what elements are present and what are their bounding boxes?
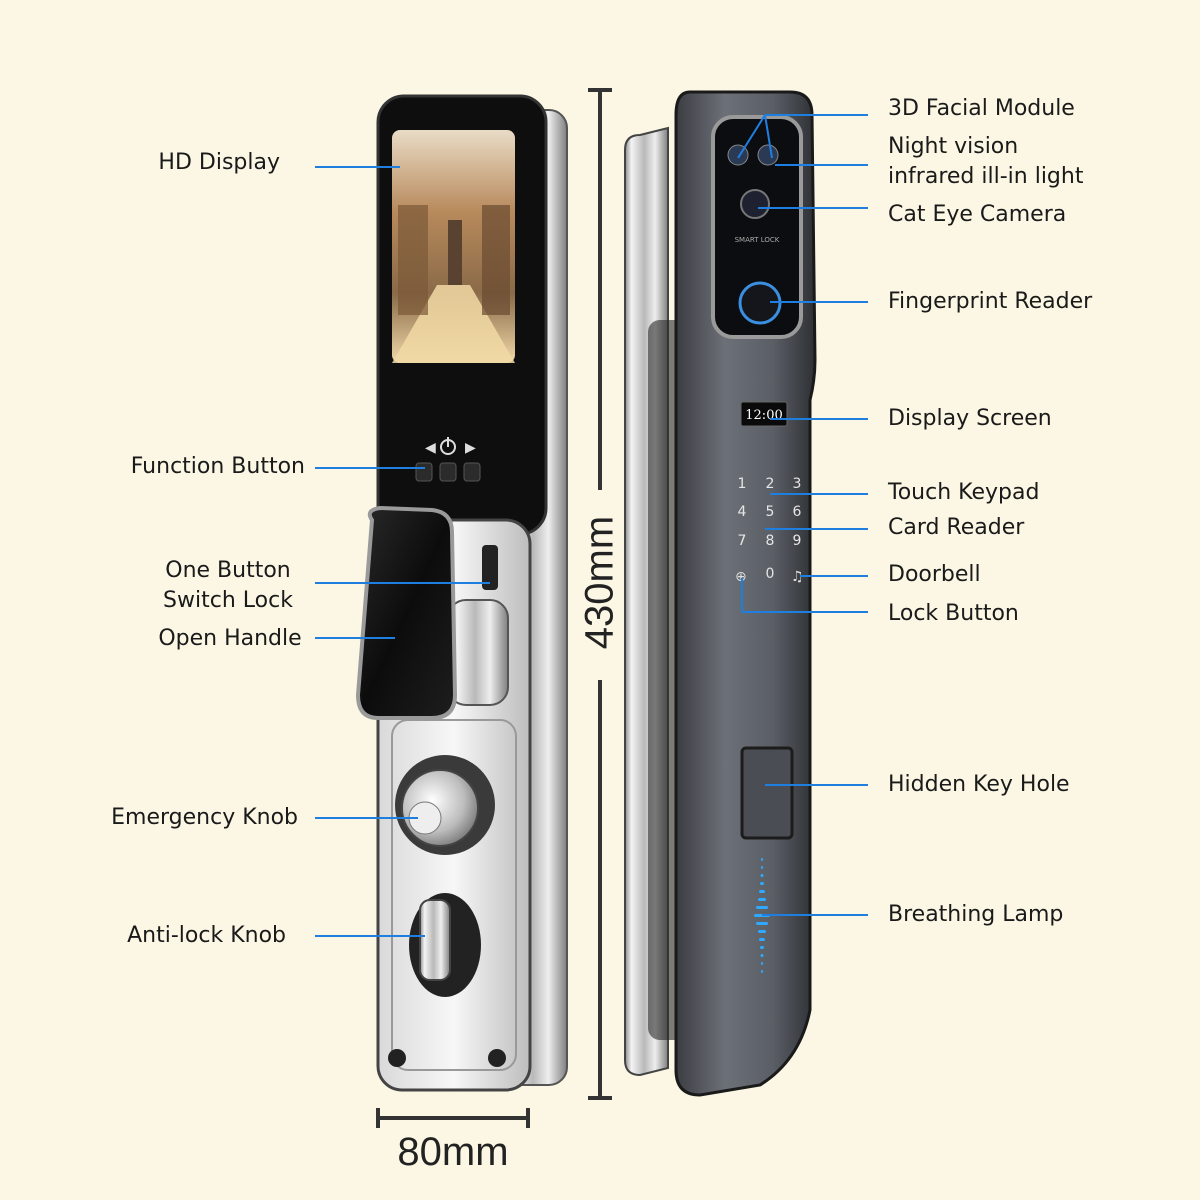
callout-line: Breathing Lamp xyxy=(888,902,1064,927)
doorbell-icon[interactable]: ♫ xyxy=(791,569,804,585)
callout-line: HD Display xyxy=(158,150,280,175)
callout-anti-lock-knob: Anti-lock Knob xyxy=(26,921,286,951)
lock-button-icon[interactable]: ⊕ xyxy=(735,569,747,585)
height-dimension xyxy=(588,88,612,1100)
screw-left xyxy=(388,1049,406,1067)
lamp-dot xyxy=(759,890,765,893)
callout-breathing-lamp: Breathing Lamp xyxy=(888,900,1063,930)
leader-3d-facial-module-b xyxy=(764,114,773,159)
keypad-key[interactable]: 1 xyxy=(738,476,747,492)
lamp-dot xyxy=(756,906,768,909)
facial-camera-lens-2 xyxy=(757,144,779,166)
camera-module xyxy=(711,115,803,339)
callout-line: Fingerprint Reader xyxy=(888,289,1093,314)
height-label: 430mm xyxy=(577,515,622,650)
callout-doorbell: Doorbell xyxy=(888,560,981,590)
lamp-dot xyxy=(756,922,768,925)
callout-night-vision-light: Night vision infrared ill-in light xyxy=(888,132,1083,192)
leader-3d-facial-module-a xyxy=(737,114,766,159)
callout-hd-display: HD Display xyxy=(20,148,280,178)
outside-lock-unit: SMART LOCK 12:00 1 2 3 4 5 6 7 8 9 0 ⊕ ♫ xyxy=(624,90,817,1097)
inside-lock-unit: ◀ ▶ xyxy=(355,94,568,1092)
keypad-key[interactable]: 2 xyxy=(766,476,775,492)
leader-lines xyxy=(315,114,868,937)
lamp-dot xyxy=(758,898,766,901)
callout-line: Function Button xyxy=(130,454,305,479)
callout-open-handle: Open Handle xyxy=(120,624,340,654)
callout-card-reader: Card Reader xyxy=(888,513,1024,543)
callout-line: Touch Keypad xyxy=(888,480,1040,505)
callout-line: Switch Lock xyxy=(163,588,293,613)
touch-keypad[interactable]: 1 2 3 4 5 6 7 8 9 0 xyxy=(738,476,802,582)
hallway-left-wall xyxy=(398,205,428,315)
callout-line: Night vision xyxy=(888,134,1019,159)
inside-lower-plate-inner xyxy=(391,719,517,1071)
hallway-right-wall xyxy=(482,205,510,315)
function-key-2[interactable] xyxy=(439,462,457,482)
callout-cat-eye-camera: Cat Eye Camera xyxy=(888,200,1066,230)
callout-touch-keypad: Touch Keypad xyxy=(888,478,1039,508)
callout-line: Emergency Knob xyxy=(111,805,298,830)
lamp-dot xyxy=(760,946,764,949)
anti-lock-knob[interactable] xyxy=(419,899,451,981)
callout-emergency-knob: Emergency Knob xyxy=(38,803,298,833)
lamp-dot xyxy=(759,938,765,941)
screw-right xyxy=(488,1049,506,1067)
callout-line: infrared ill-in light xyxy=(888,164,1084,189)
function-key-1[interactable] xyxy=(415,462,433,482)
callout-3d-facial-module: 3D Facial Module xyxy=(888,94,1075,124)
keypad-key[interactable]: 4 xyxy=(738,504,747,520)
keypad-key[interactable]: 9 xyxy=(793,533,802,549)
outside-body xyxy=(674,90,817,1097)
keypad-key[interactable]: 8 xyxy=(766,533,775,549)
keypad-key[interactable]: 0 xyxy=(766,566,775,582)
right-arrow-icon: ▶ xyxy=(465,440,476,456)
callout-hidden-key-hole: Hidden Key Hole xyxy=(888,770,1070,800)
callout-function-button: Function Button xyxy=(45,452,305,482)
callout-line: Doorbell xyxy=(888,562,981,587)
width-label: 80mm xyxy=(397,1130,509,1174)
width-dimension xyxy=(376,1108,530,1128)
open-handle[interactable] xyxy=(355,505,458,720)
display-time: 12:00 xyxy=(745,408,782,423)
lamp-dot xyxy=(761,970,763,973)
lamp-dot xyxy=(758,930,766,933)
callout-line: Open Handle xyxy=(158,626,302,651)
left-arrow-icon: ◀ xyxy=(425,440,436,456)
callout-display-screen: Display Screen xyxy=(888,404,1052,434)
brand-text: SMART LOCK xyxy=(735,236,780,244)
callout-line: Hidden Key Hole xyxy=(888,772,1070,797)
callout-line: 3D Facial Module xyxy=(888,96,1075,121)
hidden-key-hole[interactable] xyxy=(740,746,794,840)
callout-line: Lock Button xyxy=(888,601,1019,626)
cat-eye-camera xyxy=(740,189,770,219)
keypad-key[interactable]: 7 xyxy=(738,533,747,549)
callout-line: One Button xyxy=(165,558,291,583)
keypad-key[interactable]: 5 xyxy=(766,504,775,520)
handle-neck xyxy=(447,599,509,706)
keypad-key[interactable]: 6 xyxy=(793,504,802,520)
callout-line: Cat Eye Camera xyxy=(888,202,1067,227)
lamp-dot xyxy=(761,962,763,965)
callout-line: Card Reader xyxy=(888,515,1025,540)
function-key-3[interactable] xyxy=(463,462,481,482)
callout-lock-button: Lock Button xyxy=(888,599,1019,629)
hallway-door xyxy=(448,220,462,285)
hallway-floor xyxy=(392,285,515,363)
lamp-dot xyxy=(760,882,764,885)
callout-line: Display Screen xyxy=(888,406,1052,431)
lamp-dot xyxy=(760,874,764,877)
lamp-dot xyxy=(761,866,763,869)
switch-lock-slot[interactable] xyxy=(482,545,498,590)
lamp-dot xyxy=(761,858,763,861)
lamp-dot xyxy=(760,954,764,957)
callout-fingerprint-reader: Fingerprint Reader xyxy=(888,287,1092,317)
keypad-key[interactable]: 3 xyxy=(793,476,802,492)
callout-line: Anti-lock Knob xyxy=(127,923,286,948)
